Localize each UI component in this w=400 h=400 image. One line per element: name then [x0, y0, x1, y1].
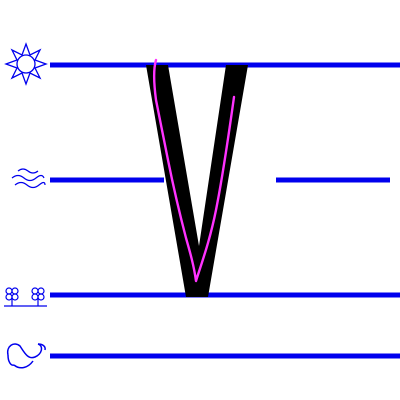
worm-icon: [6, 343, 46, 369]
grass-icon: [4, 287, 47, 307]
trace-stroke[interactable]: [152, 58, 236, 283]
cloud-icon: [11, 168, 46, 189]
letter-v-glyph: [146, 65, 248, 297]
sun-icon: [4, 42, 48, 86]
